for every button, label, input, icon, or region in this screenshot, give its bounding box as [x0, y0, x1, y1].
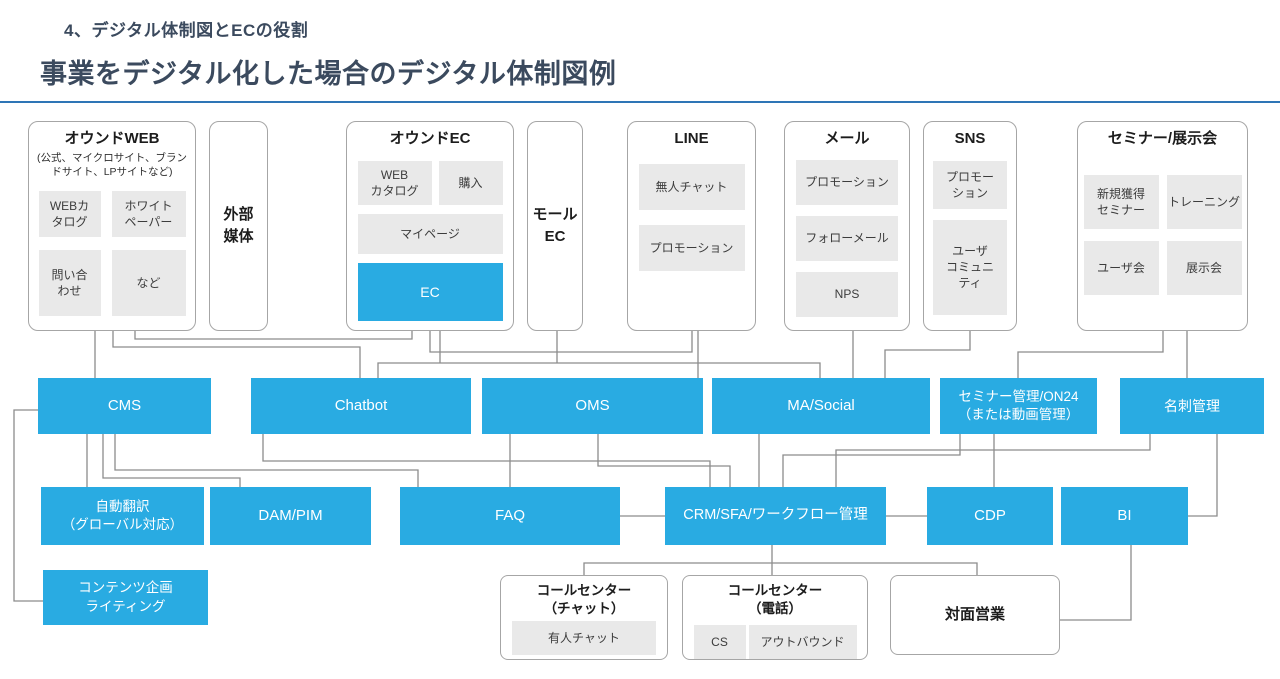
call-center-chat: コールセンター （チャット） 有人チャット [500, 575, 668, 660]
item-promotion: プロモー ション [933, 160, 1007, 209]
system-cdp: CDP [927, 487, 1053, 545]
system-ma-social: MA/Social [712, 378, 930, 434]
system-dam-pim: DAM/PIM [210, 487, 371, 545]
channel-owned-ec: オウンドEC WEB カタログ 購入 マイページ EC [346, 121, 514, 331]
system-auto-translation: 自動翻訳 （グローバル対応） [41, 487, 204, 545]
channel-mail: メール プロモーション フォローメール NPS [784, 121, 910, 331]
system-cms: CMS [38, 378, 211, 434]
item-user-community: ユーザ コミュニ ティ [933, 219, 1007, 315]
item-exhibition: 展示会 [1166, 240, 1242, 295]
channel-external-media: 外部 媒体 [209, 121, 268, 331]
system-faq: FAQ [400, 487, 620, 545]
section-heading: 4、デジタル体制図とECの役割 [64, 21, 309, 40]
item-etc: など [111, 250, 186, 317]
item-web-catalog: WEB カタログ [357, 160, 432, 205]
system-business-card-management: 名刺管理 [1120, 378, 1264, 434]
channel-mall-ec: モール EC [527, 121, 583, 331]
face-to-face-sales: 対面営業 [890, 575, 1060, 655]
item-training: トレーニング [1166, 174, 1242, 229]
call-center-phone-items: CS アウトバウンド [693, 621, 857, 660]
channel-title: オウンドEC [389, 130, 471, 147]
item-new-seminar: 新規獲得 セミナー [1083, 174, 1159, 229]
item-user-meeting: ユーザ会 [1083, 240, 1159, 295]
item-inquiry: 問い合 わせ [38, 250, 101, 317]
box-title: 対面営業 [944, 606, 1005, 624]
item-purchase: 購入 [438, 160, 503, 205]
system-content-planning-writing: コンテンツ企画 ライティング [43, 570, 208, 625]
channel-title: メール [824, 130, 870, 147]
system-bi: BI [1061, 487, 1188, 545]
channel-line: LINE 無人チャット プロモーション [627, 121, 756, 331]
box-title: コールセンター （チャット） [536, 583, 632, 616]
page-title: 事業をデジタル化した場合のデジタル体制図例 [40, 59, 617, 89]
system-seminar-management: セミナー管理/ON24 （または動画管理） [940, 378, 1097, 434]
item-nps: NPS [796, 271, 898, 317]
item-follow-mail: フォローメール [796, 215, 898, 261]
box-title: コールセンター （電話） [727, 583, 823, 616]
channel-owned-web: オウンドWEB (公式、マイクロサイト、ブラン ドサイト、LPサイトなど) WE… [28, 121, 196, 331]
channel-items: WEBカ タログ ホワイト ペーパー 問い合 わせ など [38, 191, 186, 317]
call-center-phone: コールセンター （電話） CS アウトバウンド [682, 575, 868, 660]
item-unmanned-chat: 無人チャット [638, 163, 745, 210]
item-promotion: プロモーション [638, 224, 745, 271]
title-divider-line [0, 101, 1280, 103]
top-connectors [94, 331, 1188, 378]
channel-subtitle: (公式、マイクロサイト、ブラン ドサイト、LPサイトなど) [36, 151, 188, 178]
channel-title: オウンドWEB [64, 130, 160, 147]
system-oms: OMS [482, 378, 703, 434]
channel-title: セミナー/展示会 [1107, 130, 1218, 147]
channel-title: モール EC [532, 206, 578, 245]
channel-title: LINE [674, 130, 709, 147]
item-manned-chat: 有人チャット [512, 621, 656, 656]
item-web-catalog: WEBカ タログ [38, 191, 101, 238]
channel-sns: SNS プロモー ション ユーザ コミュニ ティ [923, 121, 1017, 331]
item-ec-highlight: EC [357, 262, 503, 321]
item-promotion: プロモーション [796, 159, 898, 205]
system-chatbot: Chatbot [251, 378, 471, 434]
channel-items-row: WEB カタログ 購入 [357, 160, 503, 205]
item-whitepaper: ホワイト ペーパー [111, 191, 186, 238]
item-outbound: アウトバウンド [748, 625, 857, 660]
system-crm-sfa-workflow: CRM/SFA/ワークフロー管理 [665, 487, 886, 545]
item-mypage: マイページ [357, 213, 503, 254]
channel-title: SNS [954, 130, 986, 147]
channel-items: 新規獲得 セミナー トレーニング ユーザ会 展示会 [1083, 174, 1242, 295]
channel-title: 外部 媒体 [223, 206, 254, 245]
channel-seminar-exhibition: セミナー/展示会 新規獲得 セミナー トレーニング ユーザ会 展示会 [1077, 121, 1248, 331]
item-cs: CS [693, 625, 746, 660]
